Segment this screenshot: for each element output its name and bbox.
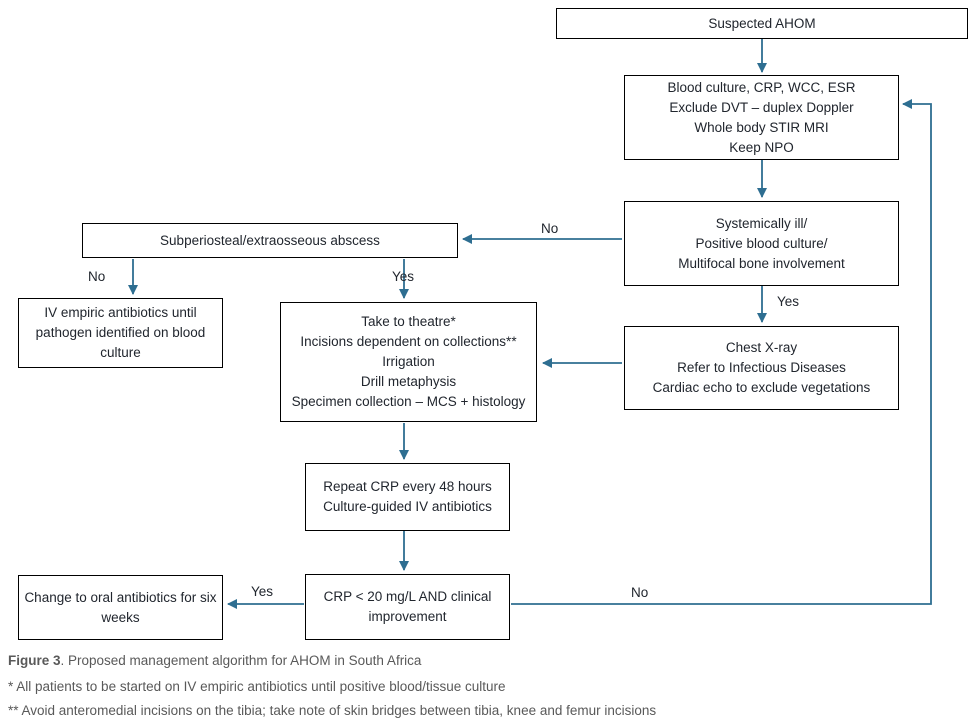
figure-caption-label: Figure 3 [8,653,61,668]
edge-label-systemic-no: No [541,221,559,236]
node-text-line: CRP < 20 mg/L AND clinical [323,589,492,604]
node-crp-check: CRP < 20 mg/L AND clinical improvement [305,574,510,640]
node-text-line: Systemically ill/ [715,215,808,231]
node-text-line: Take to theatre* [361,314,456,329]
node-text-line: Incisions dependent on collections** [300,334,517,349]
node-text-line: Chest X-ray [725,340,798,355]
node-iv-empiric-antibiotics: IV empiric antibiotics until pathogen id… [18,298,223,368]
node-text-line: Exclude DVT – duplex Doppler [669,99,854,115]
node-text-line: IV empiric antibiotics until [44,305,197,320]
node-workup: Blood culture, CRP, WCC, ESR Exclude DVT… [624,75,899,160]
node-systemically-ill: Systemically ill/ Positive blood culture… [624,201,899,286]
node-text-line: Drill metaphysis [360,374,457,389]
figure-caption-text: . Proposed management algorithm for AHOM… [60,653,422,668]
node-chest-xray: Chest X-ray Refer to Infectious Diseases… [624,326,899,410]
node-text-line: Repeat CRP every 48 hours [323,479,492,494]
node-text-line: Suspected AHOM [708,15,816,31]
node-text-line: Culture-guided IV antibiotics [323,499,492,514]
node-text-line: weeks [101,609,140,625]
node-text-line: Blood culture, CRP, WCC, ESR [667,79,856,95]
node-text-line: Refer to Infectious Diseases [677,360,846,375]
node-text-line: Multifocal bone involvement [678,255,845,271]
figure-footnote-1: * All patients to be started on IV empir… [8,679,506,694]
node-text-line: Whole body STIR MRI [694,119,829,135]
node-text-line: Irrigation [382,354,435,369]
node-abscess: Subperiosteal/extraosseous abscess [82,223,458,258]
edge-label-abscess-no: No [88,269,106,284]
figure-caption: Figure 3. Proposed management algorithm … [8,652,421,669]
figure-footnote-2: ** Avoid anteromedial incisions on the t… [8,703,657,718]
node-take-to-theatre: Take to theatre* Incisions dependent on … [280,302,537,422]
node-text-line: Specimen collection – MCS + histology [291,394,526,409]
edge-label-abscess-yes: Yes [392,269,415,284]
node-text-line: culture [100,345,141,360]
node-repeat-crp: Repeat CRP every 48 hours Culture-guided… [305,463,510,531]
node-text-line: Positive blood culture/ [695,235,828,251]
node-text-line: improvement [368,609,447,624]
node-text-line: pathogen identified on blood [35,325,206,340]
node-text-line: Cardiac echo to exclude vegetations [652,380,871,395]
edge-label-crp-no: No [631,585,649,600]
node-text-line: Keep NPO [729,139,794,155]
node-oral-antibiotics: Change to oral antibiotics for six weeks [18,575,223,640]
edge-label-crp-yes: Yes [251,584,274,599]
node-text-line: Change to oral antibiotics for six [24,589,217,605]
edge-label-systemic-yes: Yes [777,294,800,309]
node-text-line: Subperiosteal/extraosseous abscess [160,232,380,248]
node-suspected-ahom: Suspected AHOM [556,8,968,39]
